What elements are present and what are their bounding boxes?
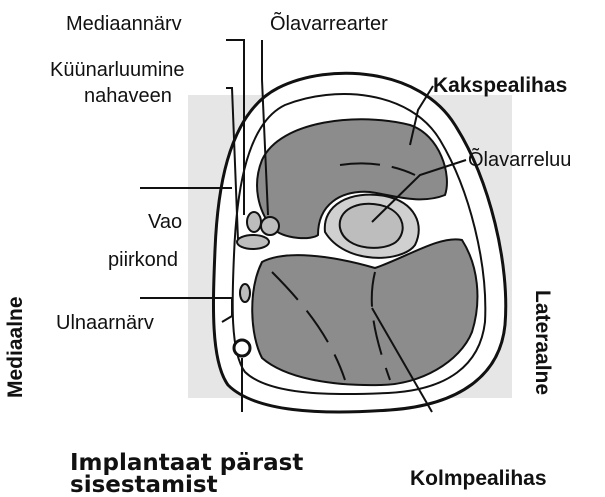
- implant-marker: [234, 340, 250, 356]
- ulnar-nerve-shape: [240, 284, 250, 302]
- basilic-vein-shape: [237, 235, 269, 249]
- triceps-label: Kolmpealihas: [410, 467, 547, 490]
- groove-region-label-line1: Vao: [148, 211, 182, 233]
- groove-region-label-line2: piirkond: [108, 249, 178, 271]
- median-nerve-shape: [247, 212, 261, 232]
- medial-label: Mediaalne: [4, 296, 27, 398]
- basilic-vein-label-line2: nahaveen: [84, 85, 172, 107]
- lateral-label: Lateraalne: [531, 290, 554, 395]
- humerus-label: Õlavarreluu: [468, 147, 571, 171]
- biceps-label: Kakspealihas: [433, 74, 567, 97]
- basilic-vein-label-line1: Küünarluumine: [50, 59, 185, 81]
- median-nerve-label: Mediaannärv: [66, 13, 182, 35]
- brachial-artery-label: Õlavarrearter: [270, 11, 388, 35]
- humerus-inner: [340, 204, 403, 248]
- brachial-artery-shape: [261, 217, 279, 235]
- ulnar-nerve-label: Ulnaarnärv: [56, 312, 154, 334]
- implant-label-line2: sisestamist: [70, 472, 218, 497]
